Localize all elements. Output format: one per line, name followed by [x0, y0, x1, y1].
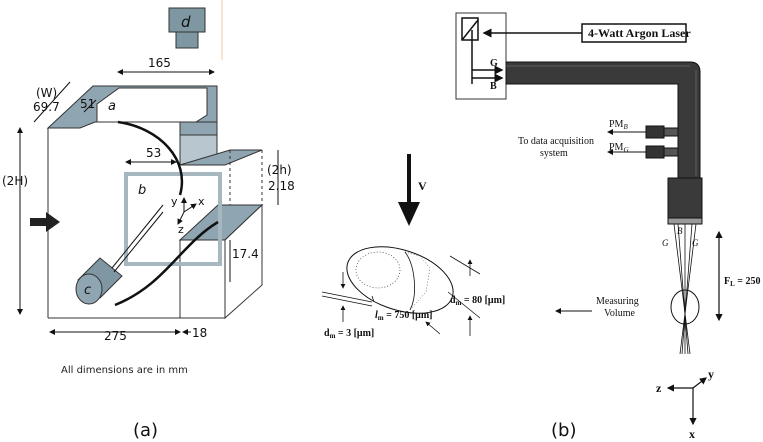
beam-b-label: B: [490, 81, 497, 92]
axis-b-y: y: [708, 367, 714, 381]
caption-a: (a): [133, 420, 158, 441]
fiber-arm: [505, 61, 701, 179]
dim-53: 53: [146, 146, 161, 160]
dim-2h-upper: (2H): [2, 174, 28, 188]
label-d: d: [181, 13, 191, 31]
probe-head: [667, 177, 703, 219]
label-b: b: [138, 183, 146, 198]
dim-inner-a: 51: [80, 97, 95, 111]
axis-x-label: x: [198, 195, 205, 208]
beam-label-g1: G: [662, 238, 669, 248]
velocity-label: V: [418, 179, 427, 193]
curve-bottom: [114, 220, 219, 307]
top-plate: a: [46, 85, 263, 166]
measuring-volume-circle: [670, 289, 700, 325]
dimension-lines: [17, 69, 279, 335]
lm-750-label: lm = 750 [μm]: [375, 310, 432, 322]
axis-b-z: z: [656, 381, 662, 395]
label-a: a: [108, 99, 116, 114]
dim-17-4: 17.4: [232, 247, 259, 261]
beam-label-b: B: [677, 226, 683, 236]
daq-line1: To data acquisition: [518, 136, 594, 147]
dim-top-width: 165: [148, 56, 171, 70]
focal-label: FL = 250 [mm]: [724, 276, 763, 288]
pmb-label: PMB: [609, 119, 628, 131]
units-note: All dimensions are in mm: [61, 365, 188, 376]
axes-b: z y x: [656, 367, 714, 441]
dim-2h-lower: (2h): [267, 163, 292, 177]
laser-beams: [673, 223, 697, 355]
lens: [667, 217, 703, 225]
dm-3-label: dm = 3 [μm]: [324, 328, 374, 340]
ellipsoid-detail: [321, 246, 481, 336]
pmg-label: PMG: [609, 142, 629, 154]
curve-top: [117, 120, 184, 196]
beam-label-g2: G: [692, 238, 699, 248]
caption-b: (b): [551, 420, 576, 441]
measuring-line1: Measuring: [596, 296, 639, 307]
dim-275: 275: [104, 329, 127, 343]
label-c: c: [84, 283, 91, 298]
beam-g-label: G: [490, 58, 498, 69]
laser-box: [581, 23, 687, 43]
daq-line2: system: [540, 148, 568, 159]
axis-b-x: x: [689, 427, 695, 441]
velocity-arrow: V: [398, 154, 427, 226]
dm-80-label: dm = 80 [μm]: [450, 295, 505, 307]
probe-c: c: [75, 204, 164, 305]
laser-label: 4-Watt Argon Laser: [588, 26, 691, 40]
flow-arrow: [30, 212, 60, 232]
panel-a: d a b: [2, 0, 295, 441]
axes-a: y x z: [171, 195, 205, 236]
dim-w-value: 69.7: [33, 100, 60, 114]
axis-z-label: z: [178, 223, 184, 236]
dim-w-label: (W): [36, 86, 57, 100]
dim-18: 18: [192, 326, 207, 340]
dim-h-value: 2.18: [268, 179, 295, 193]
axis-y-label: y: [171, 195, 178, 208]
panel-b: G B 4-Watt Argon Laser PMB PMG To data a…: [321, 12, 763, 441]
probe-d: d: [168, 7, 206, 49]
measuring-line2: Volume: [604, 308, 635, 319]
